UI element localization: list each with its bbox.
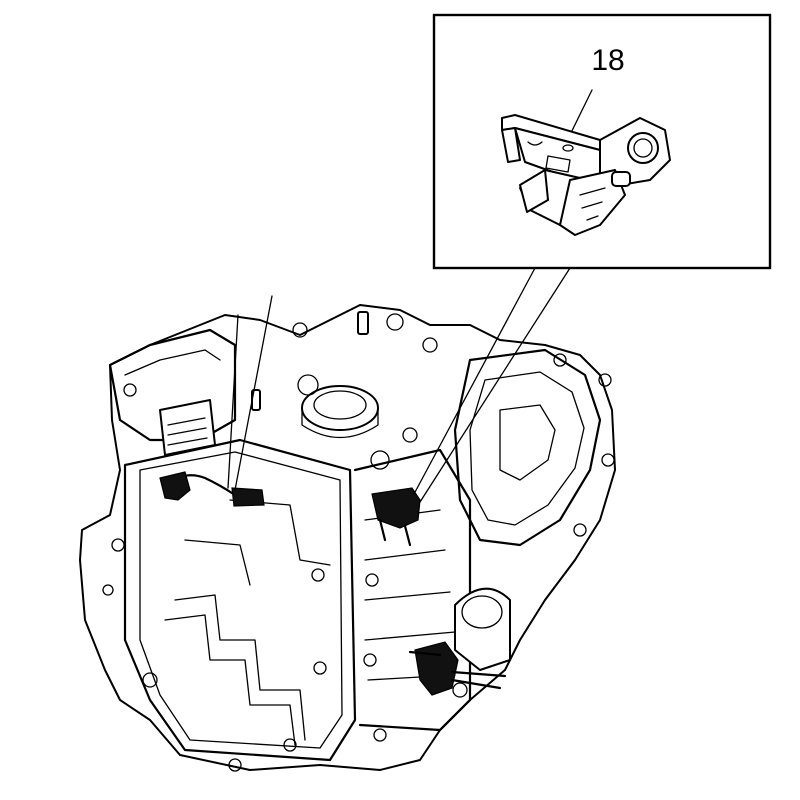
bracket-part-icon	[501, 114, 671, 236]
leader-line-left	[227, 314, 239, 489]
leader-line-left-2	[234, 295, 273, 491]
transmission-assembly-icon	[79, 304, 616, 772]
leader-line-detail-1	[413, 267, 536, 495]
leader-line-detail-2	[419, 267, 571, 503]
callout-number: 18	[591, 44, 624, 77]
